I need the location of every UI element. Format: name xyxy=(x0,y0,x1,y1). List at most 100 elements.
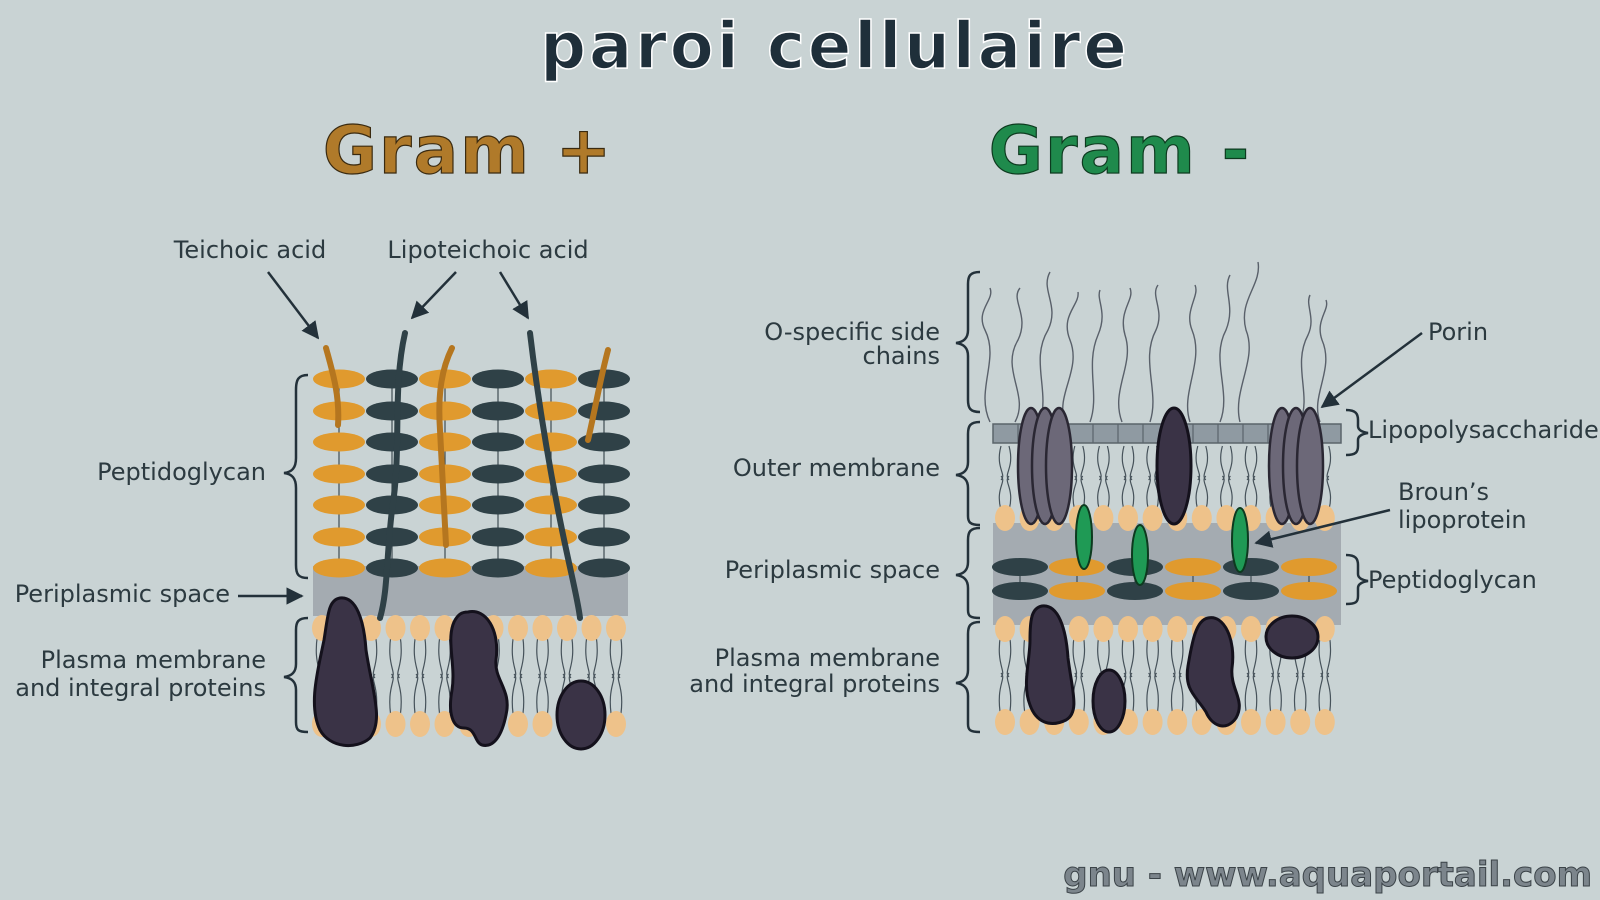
lipoprotein xyxy=(1131,524,1149,586)
o-chain xyxy=(1219,274,1231,423)
glycan-unit xyxy=(366,558,418,578)
gn-brackets xyxy=(955,270,1369,734)
lipid-head xyxy=(1068,709,1089,735)
lipid-tail xyxy=(1154,672,1159,719)
lipopolysaccharide-label: Lipopolysaccharide xyxy=(1368,416,1599,444)
lipid-head xyxy=(1118,505,1138,531)
lipid-tail xyxy=(1220,475,1225,511)
gp-plasma-membrane-label-2: and integral proteins xyxy=(15,674,266,702)
glycan-unit xyxy=(366,369,418,389)
glycan-unit xyxy=(366,401,418,421)
o-chain xyxy=(1237,261,1260,423)
lipid-head xyxy=(1265,709,1286,735)
glycan-unit xyxy=(1107,582,1163,600)
outer-membrane-label: Outer membrane xyxy=(733,454,940,482)
brouns-lipoprotein-label: Broun’s xyxy=(1398,478,1489,506)
lipid-tail xyxy=(1203,475,1209,511)
teichoic-acid-arrow xyxy=(267,271,320,340)
glycan-unit xyxy=(366,432,418,452)
glycan-unit xyxy=(1281,558,1337,576)
o-specific-bracket xyxy=(955,270,981,414)
glycan-unit xyxy=(1049,582,1105,600)
lipid-head xyxy=(1093,505,1114,531)
glycan-unit xyxy=(578,464,630,484)
glycan-unit xyxy=(313,464,365,484)
lipid-tail xyxy=(1080,672,1086,719)
lipid-tail xyxy=(1006,475,1012,511)
lipid-head xyxy=(1142,505,1163,531)
lipopolysaccharide-bracket xyxy=(1345,408,1369,457)
lipid-tail xyxy=(1072,445,1078,481)
teichoic-acid-chain xyxy=(436,345,455,548)
lipid-head xyxy=(361,615,381,641)
lipid-tail xyxy=(998,475,1004,511)
glycan-unit xyxy=(578,558,630,578)
porin-label: Porin xyxy=(1428,318,1488,346)
integral-protein xyxy=(1264,614,1320,660)
o-chain xyxy=(1299,294,1312,423)
peptidoglycan-bracket-right xyxy=(1345,553,1369,606)
gram-positive-wall: Teichoic acid Lipoteichoic acid Peptidog… xyxy=(15,236,630,751)
glycan-unit xyxy=(578,495,630,515)
lipid-tail xyxy=(1228,445,1233,481)
glycan-unit xyxy=(472,401,524,421)
lipid-tail xyxy=(1244,672,1250,719)
lipid-head xyxy=(1216,505,1237,531)
lipid-tail xyxy=(1252,672,1258,719)
gram-negative-wall: O-specific side chains Outer membrane Pe… xyxy=(689,261,1599,735)
lipid-tail xyxy=(1146,445,1151,481)
gn-plasma-membrane-label-2: and integral proteins xyxy=(689,670,940,698)
lipid-tail xyxy=(1121,445,1127,481)
lipid-tail xyxy=(1129,445,1135,481)
lipid-tail xyxy=(413,673,419,721)
glycan-unit xyxy=(472,558,524,578)
glycan-unit xyxy=(472,495,524,515)
lipid-tail xyxy=(511,673,517,721)
lipid-tail xyxy=(1318,672,1324,719)
lipid-head xyxy=(606,711,626,737)
lipid-tail xyxy=(1170,672,1176,719)
lipid-head xyxy=(1093,616,1114,642)
gp-periplasmic-space-label: Periplasmic space xyxy=(15,580,230,608)
glycan-unit xyxy=(525,558,577,578)
brouns-lipoprotein-label-2: lipoprotein xyxy=(1398,506,1527,534)
lipid-tail xyxy=(1129,672,1135,719)
lipid-tail xyxy=(519,673,525,721)
lipid-tail xyxy=(1228,475,1233,511)
integral-protein xyxy=(1024,604,1076,725)
lipid-tail xyxy=(397,673,402,721)
outer-membrane-protein xyxy=(1155,406,1193,526)
lipid-tail xyxy=(1097,445,1102,481)
glycan-unit xyxy=(525,495,577,515)
gp-plasma-membrane-label: Plasma membrane xyxy=(41,646,266,674)
glycan-unit xyxy=(1165,558,1221,576)
lipid-tail xyxy=(1146,475,1151,511)
lipid-head xyxy=(385,615,406,641)
teichoic-acid-chain xyxy=(585,347,611,443)
brouns-lipoproteins xyxy=(1075,504,1249,586)
lipoprotein xyxy=(1075,504,1093,570)
lipid-head xyxy=(1167,616,1188,642)
integral-protein xyxy=(449,610,509,747)
glycan-unit xyxy=(578,401,630,421)
lipid-tail xyxy=(544,673,549,721)
glycan-unit xyxy=(313,558,365,578)
glycan-unit xyxy=(992,582,1048,600)
lipid-tail xyxy=(1072,475,1078,511)
lipid-tail xyxy=(998,445,1004,481)
lipid-head xyxy=(1167,709,1188,735)
gn-peptidoglycan-layers xyxy=(992,558,1337,600)
lipid-head xyxy=(1142,709,1163,735)
glycan-unit xyxy=(313,527,365,547)
lipid-head xyxy=(1314,709,1335,735)
glycan-unit xyxy=(1049,558,1105,576)
glycan-unit xyxy=(1281,582,1337,600)
glycan-unit xyxy=(578,527,630,547)
glycan-unit xyxy=(472,464,524,484)
gn-arrows xyxy=(1254,331,1423,548)
lipid-tail xyxy=(1269,672,1274,719)
teichoic-acid-chain xyxy=(323,345,342,428)
lipoteichoic-acid-chain xyxy=(377,330,408,621)
